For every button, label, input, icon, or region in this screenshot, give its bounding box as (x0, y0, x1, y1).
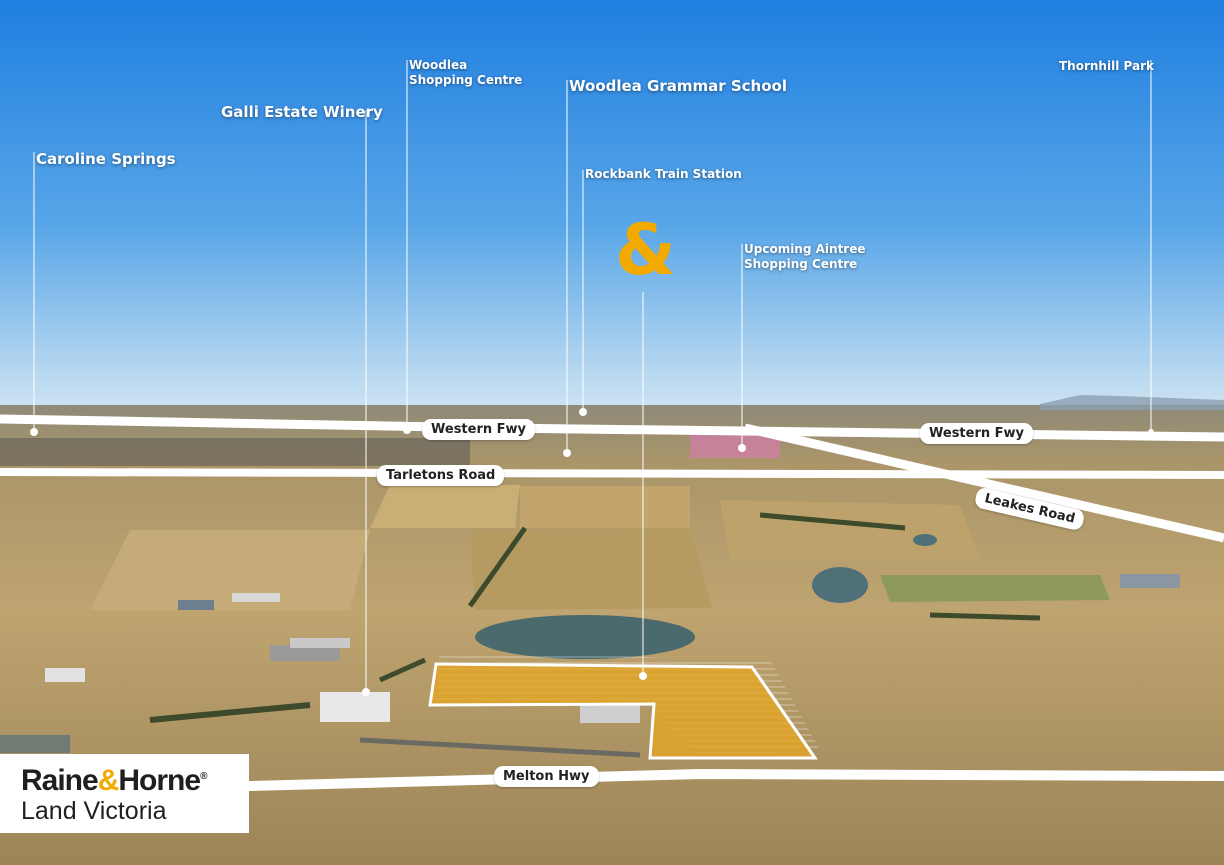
shed (270, 645, 340, 661)
distant-hills (1040, 395, 1224, 410)
label-rockbank-train-station: Rockbank Train Station (585, 167, 742, 181)
tree-line (378, 657, 427, 683)
label-woodlea-shopping-line1: Woodlea (409, 58, 468, 72)
label-galli-estate-winery: Galli Estate Winery (221, 103, 383, 121)
road-label-western-fwy-left: Western Fwy (422, 419, 536, 440)
leakes-road (743, 423, 1224, 543)
brand-logo: Raine&Horne® Land Victoria (0, 754, 249, 833)
leader-dots (30, 408, 1154, 696)
tree-line (149, 702, 311, 723)
sky (0, 0, 1224, 410)
winery-building (320, 692, 390, 722)
label-woodlea-shopping-line2: Shopping Centre (409, 73, 523, 87)
creek (0, 735, 70, 753)
brand-name-horne: Horne (118, 764, 201, 797)
house (580, 705, 640, 723)
road-label-melton-hwy: Melton Hwy (494, 766, 599, 787)
paddock (520, 486, 690, 528)
paddock (720, 500, 980, 560)
label-aintree-line2: Shopping Centre (744, 257, 858, 271)
shed (232, 593, 280, 602)
paddock (370, 485, 520, 528)
brand-subline: Land Victoria (21, 797, 167, 825)
tarletons-road (0, 468, 1224, 479)
tree-line (759, 512, 906, 531)
shed (178, 600, 214, 610)
registered-mark: ® (200, 771, 208, 782)
dam (913, 534, 937, 546)
dam (812, 567, 868, 603)
paddock (90, 530, 370, 610)
dam (475, 615, 695, 659)
paddock (880, 575, 1110, 602)
property-outline (428, 662, 818, 760)
farm-track (359, 737, 641, 758)
label-woodlea-grammar-school: Woodlea Grammar School (569, 77, 787, 95)
aintree-zone (690, 434, 780, 458)
shed (1120, 574, 1180, 588)
road-label-tarletons-road: Tarletons Road (377, 465, 505, 486)
label-thornhill-park: Thornhill Park (1059, 59, 1154, 73)
paddock (470, 528, 712, 610)
shed (45, 668, 85, 682)
brand-ampersand: & (97, 764, 120, 797)
label-aintree-line1: Upcoming Aintree (744, 242, 866, 256)
label-caroline-springs: Caroline Springs (36, 150, 176, 168)
property-ampersand-marker: & (615, 209, 677, 291)
tree-line (467, 526, 528, 608)
leader-lines (33, 60, 1152, 692)
suburbs-strip (0, 438, 470, 466)
brand-name-raine: Raine (21, 764, 99, 797)
tree-line (929, 612, 1041, 621)
shed (290, 638, 350, 648)
road-label-western-fwy-right: Western Fwy (920, 423, 1034, 444)
brand-name: Raine&Horne® (21, 764, 207, 798)
